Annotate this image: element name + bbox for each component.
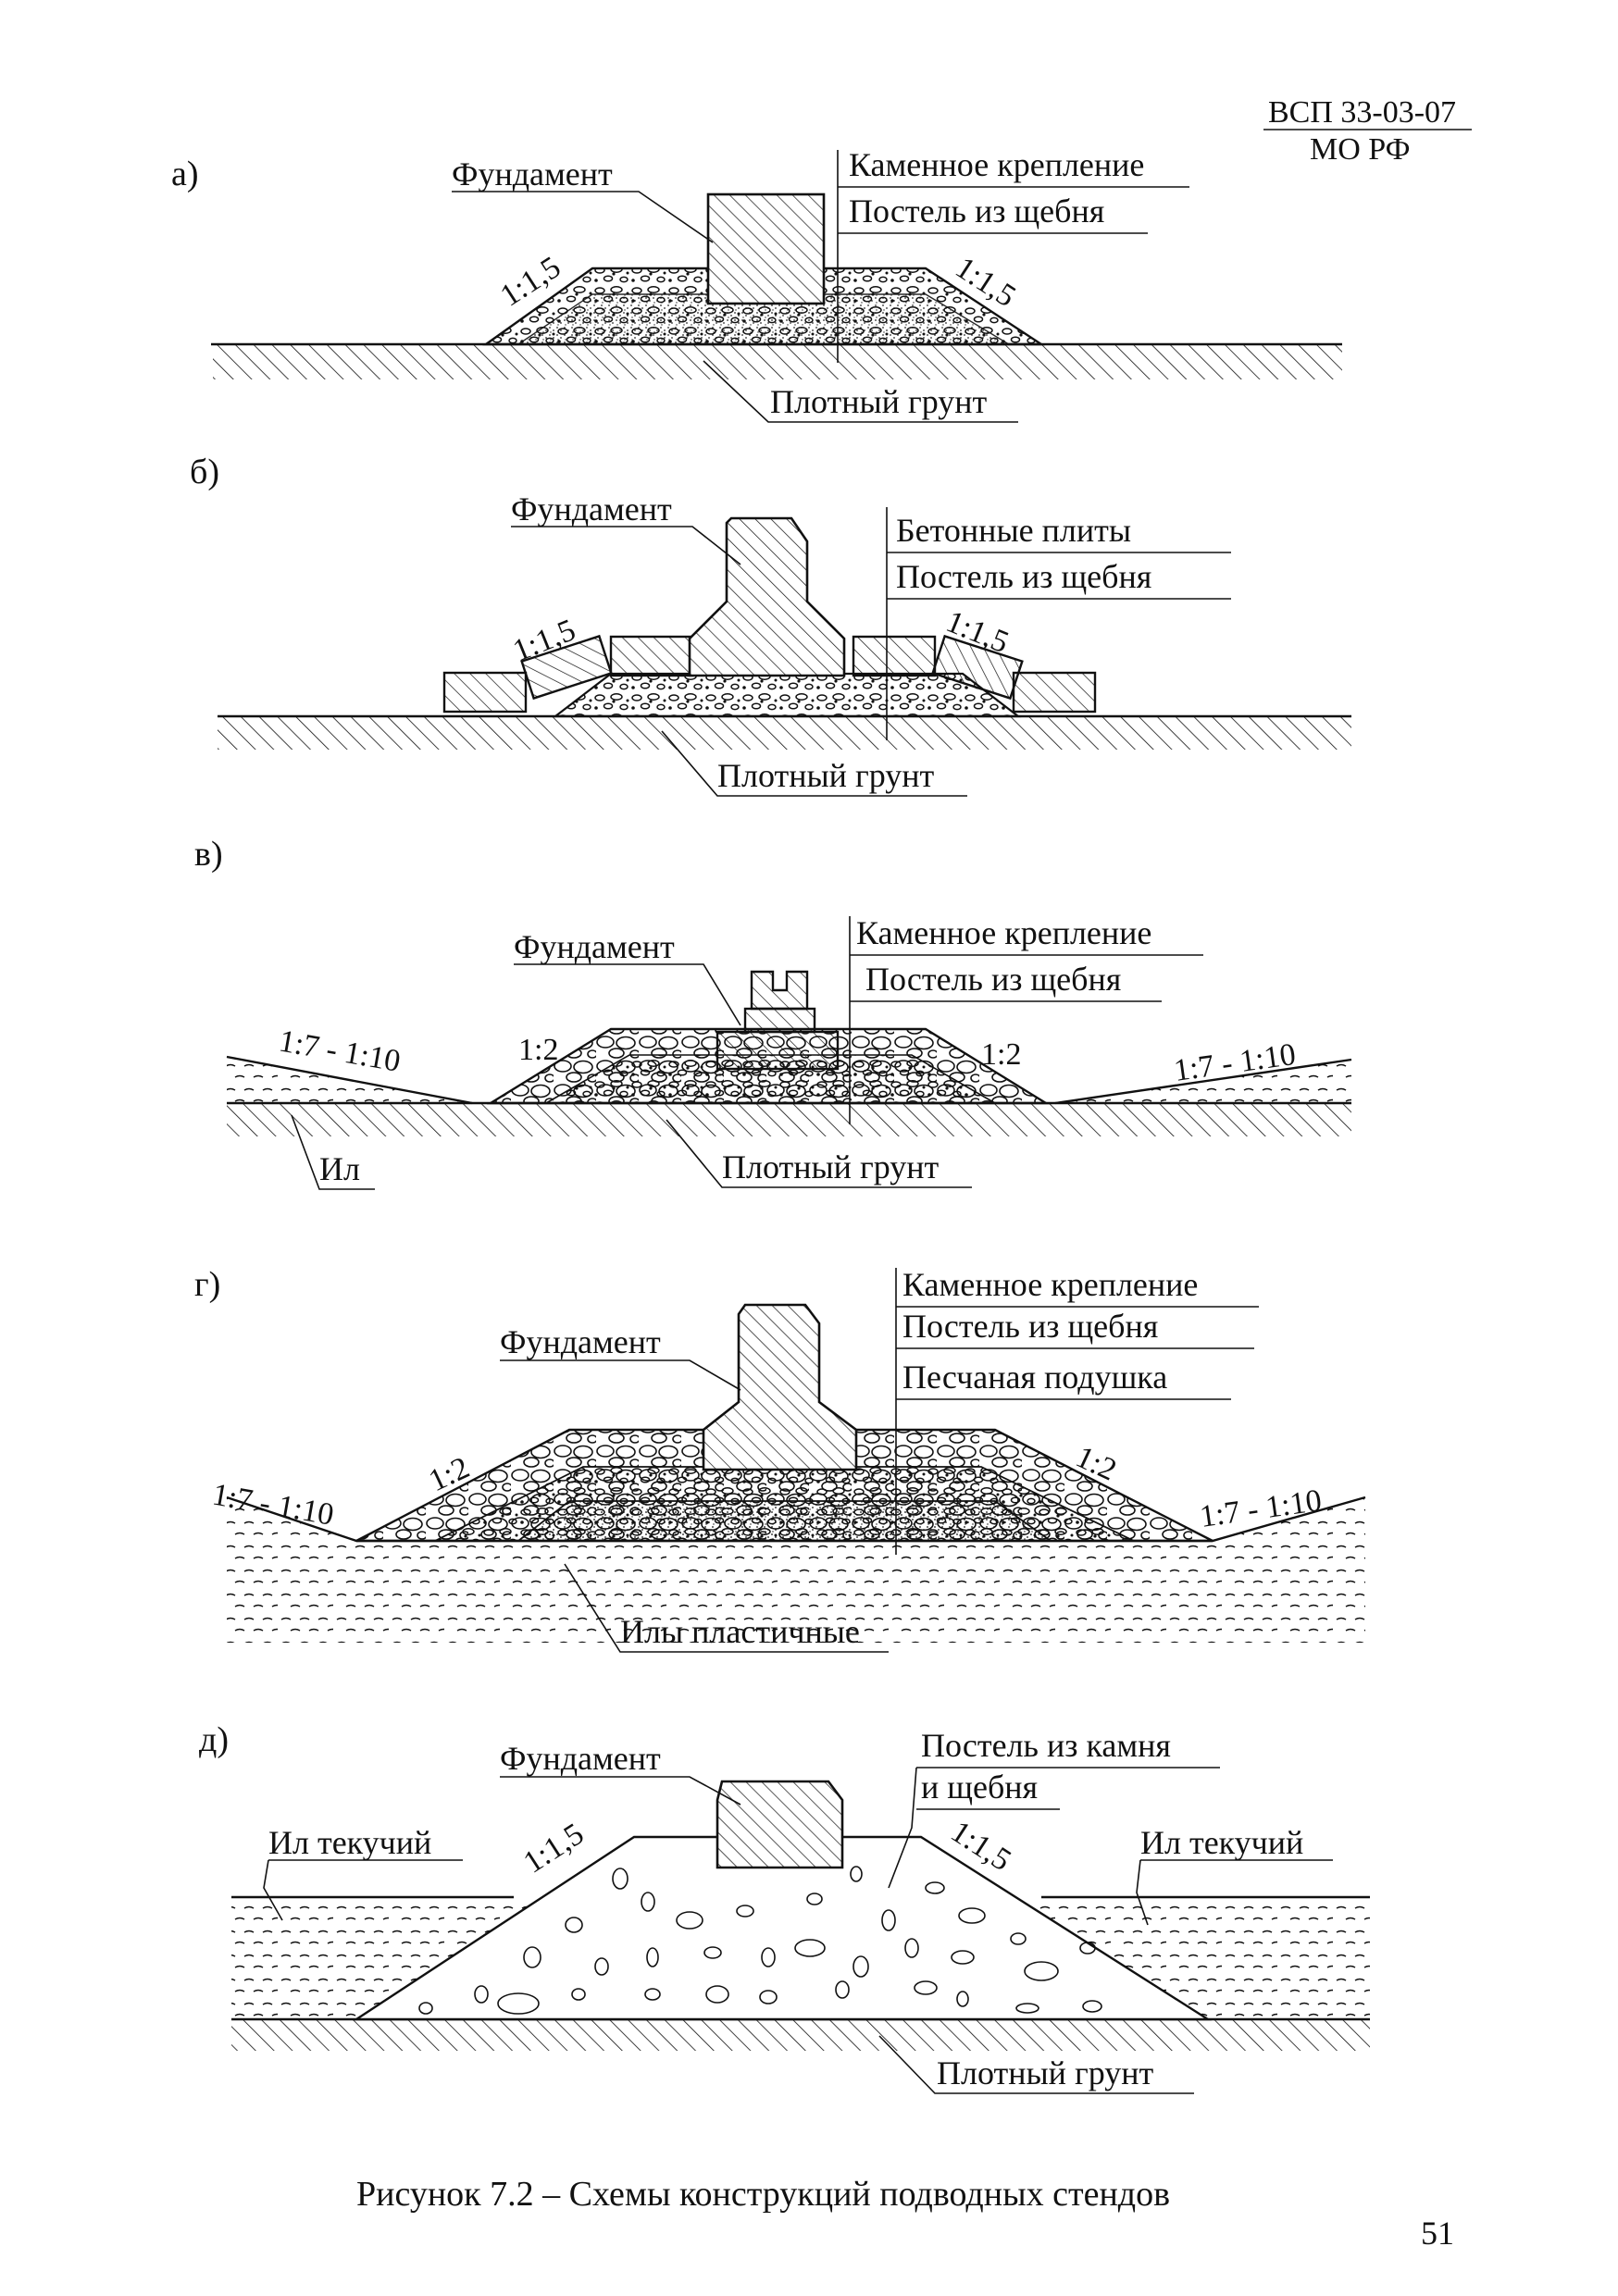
panel-v-slope-right: 1:2 [981, 1037, 1021, 1072]
figure-caption: Рисунок 7.2 – Схемы конструкций подводны… [356, 2175, 1170, 2214]
panel-v-gravel-bed [543, 1054, 998, 1104]
panel-b-ground-leader [661, 730, 967, 797]
doc-code: ВСП 33-03-07 [1268, 95, 1456, 130]
panel-g-silt-leader [564, 1563, 889, 1653]
panel-d-ground-leader [878, 2035, 1194, 2094]
doc-org: МО РФ [1310, 132, 1410, 167]
panel-b-slab [609, 635, 694, 677]
panel-g-letter: г) [194, 1265, 220, 1304]
panel-a-ground-leader [703, 360, 1018, 423]
panel-v-letter: в) [194, 835, 223, 874]
panel-d-silt-left-leader [263, 1859, 283, 1921]
panel-a-gravel-bed [516, 293, 1012, 345]
panel-g-label-2: Постель из щебня [902, 1308, 1158, 1345]
panel-v-ground-hatch [227, 1103, 1351, 1136]
panel-d-ground-label: Плотный грунт [937, 2054, 1153, 2091]
panel-b: б) Фундамент Бетонные плиты Постель из щ… [190, 453, 1351, 797]
panel-d-stone-bed [352, 1835, 1213, 2021]
panel-d-stone-leader [888, 1767, 917, 1889]
panel-v-slope-left: 1:2 [518, 1033, 558, 1067]
panel-v-silt-label: Ил [319, 1150, 360, 1187]
doc-header: ВСП 33-03-07 МО РФ [1263, 95, 1472, 167]
panel-v: в) Фундамент Каменное крепление Постель … [194, 835, 1352, 1190]
panel-a-ground-label: Плотный грунт [770, 383, 987, 420]
panel-b-label-2: Постель из щебня [896, 558, 1151, 595]
panel-v-ground-label: Плотный грунт [722, 1148, 939, 1185]
panel-a-foundation-label: Фундамент [452, 155, 613, 192]
panel-v-foundation-slab [716, 1030, 840, 1071]
panel-g-foundation-leader [500, 1359, 741, 1391]
panel-b-slab [1012, 671, 1097, 714]
panel-d-ground-hatch [231, 2019, 1370, 2051]
panel-v-foundation-label: Фундамент [514, 928, 675, 965]
panel-b-label-1: Бетонные плиты [896, 512, 1131, 549]
panel-b-foundation-leader [511, 526, 741, 565]
panel-d-silt-right-label: Ил текучий [1140, 1824, 1303, 1861]
panel-b-slabs [442, 634, 1097, 714]
panel-v-label-1: Каменное крепление [856, 914, 1151, 951]
panel-a-foundation-leader [452, 191, 714, 243]
panel-d-stones [418, 1866, 1102, 2015]
panel-b-slab [852, 635, 937, 677]
panel-v-foundation-block [750, 970, 809, 1011]
panel-g: г) Фундамент Каменное крепление Постель … [194, 1265, 1366, 1653]
panel-d-foundation-label: Фундамент [500, 1740, 661, 1777]
panel-a-letter: а) [171, 155, 199, 193]
panel-b-foundation-label: Фундамент [511, 490, 672, 527]
panel-g-label-3: Песчаная подушка [902, 1359, 1167, 1396]
panel-v-foundation-base [743, 1007, 816, 1034]
panel-d-label-1: Постель из камня [921, 1727, 1171, 1764]
panel-v-ground-leader [666, 1119, 972, 1188]
panel-g-silt [227, 1541, 1365, 1643]
panel-v-silt-leader [291, 1114, 375, 1190]
panel-d-silt-right-leader [1136, 1859, 1149, 1926]
panel-a-label-1: Каменное крепление [849, 146, 1144, 183]
panel-d-slope-left: 1:1,5 [517, 1817, 590, 1880]
panel-d-silt-left-label: Ил текучий [268, 1824, 431, 1861]
panel-v-label-2: Постель из щебня [865, 961, 1121, 998]
panel-b-ground-label: Плотный грунт [717, 757, 934, 794]
panel-g-foundation-label: Фундамент [500, 1323, 661, 1360]
panel-v-foundation-leader [514, 963, 741, 1026]
panel-a-ground-hatch [213, 344, 1342, 379]
panel-d-letter: д) [199, 1720, 229, 1759]
panel-b-slab [442, 671, 528, 714]
panel-b-slab [520, 634, 613, 701]
panel-g-sand-cushion [516, 1500, 1053, 1542]
panel-a: а) Фундамент Каменное крепление Постель … [171, 146, 1342, 423]
panel-d-foundation-leader [500, 1776, 741, 1806]
panel-a-label-2: Постель из щебня [849, 192, 1104, 230]
panel-b-letter: б) [190, 453, 219, 491]
panel-d: д) [199, 1720, 1370, 2094]
panel-g-label-1: Каменное крепление [902, 1266, 1198, 1303]
panel-b-ground-hatch [218, 716, 1351, 750]
panel-g-silt-label: Илы пластичные [620, 1613, 860, 1650]
page-number: 51 [1421, 2215, 1454, 2252]
panel-b-gravel-bed [552, 672, 1022, 718]
panel-d-label-1b: и щебня [921, 1769, 1038, 1806]
